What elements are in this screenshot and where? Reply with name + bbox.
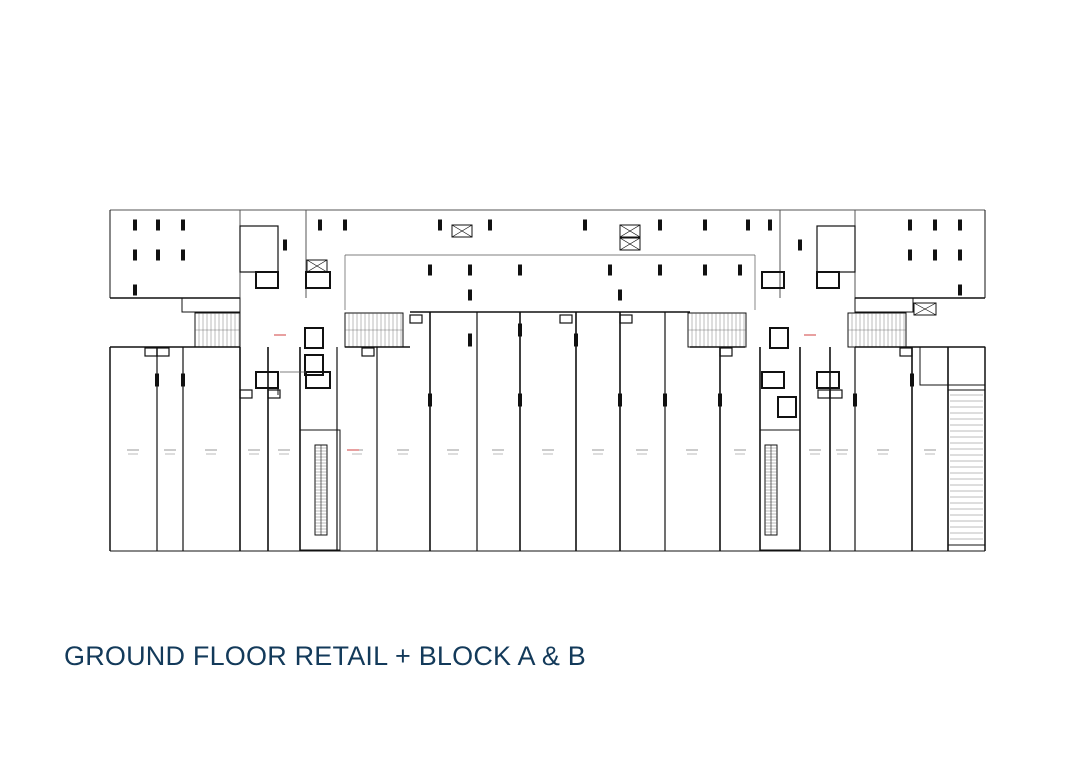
lift-room [255, 271, 279, 289]
core-room [769, 327, 789, 349]
column [518, 264, 522, 276]
small-room [361, 347, 375, 357]
column [703, 219, 707, 231]
small-room [156, 347, 170, 357]
column [738, 264, 742, 276]
column [468, 264, 472, 276]
column [658, 219, 662, 231]
column [488, 219, 492, 231]
column [958, 249, 962, 261]
column [853, 393, 857, 407]
column [156, 249, 160, 261]
column [958, 284, 962, 296]
column [618, 393, 622, 407]
column [181, 373, 185, 387]
page-title: GROUND FLOOR RETAIL + BLOCK A & B [64, 641, 586, 671]
lift-shaft-cross [913, 302, 937, 316]
column [908, 249, 912, 261]
column [518, 323, 522, 337]
column [181, 249, 185, 261]
column [318, 219, 322, 231]
column [768, 219, 772, 231]
small-room [144, 347, 158, 357]
column [663, 393, 667, 407]
lift-shaft [306, 259, 328, 273]
column [658, 264, 662, 276]
column [958, 219, 962, 231]
column [933, 249, 937, 261]
column [428, 264, 432, 276]
stair-core [759, 429, 801, 551]
column [718, 393, 722, 407]
ramp [947, 389, 986, 546]
column [428, 393, 432, 407]
stair-core [299, 429, 341, 551]
lift-shaft-cross [306, 259, 328, 273]
column [583, 219, 587, 231]
small-room [719, 347, 733, 357]
column [133, 249, 137, 261]
lift-room [305, 271, 331, 289]
column [438, 219, 442, 231]
core-room [304, 327, 324, 349]
lift-room [761, 271, 785, 289]
small-room [619, 314, 633, 324]
column [910, 373, 914, 387]
core-room [777, 396, 797, 418]
column [933, 219, 937, 231]
room [854, 297, 914, 313]
service-room [919, 346, 986, 386]
column [133, 219, 137, 231]
core-room [304, 354, 324, 376]
lift-shaft [451, 224, 473, 238]
lift-room [761, 371, 785, 389]
column [155, 373, 159, 387]
small-room [817, 389, 831, 399]
lift-shaft-cross [451, 224, 473, 238]
small-room [559, 314, 573, 324]
column [133, 284, 137, 296]
lift-room [816, 271, 840, 289]
service-room [816, 225, 856, 273]
column [283, 239, 287, 251]
column [618, 289, 622, 301]
column [798, 239, 802, 251]
lift-shaft [913, 302, 937, 316]
lift-shaft-cross [619, 224, 641, 238]
small-room [239, 389, 253, 399]
column [908, 219, 912, 231]
column [574, 333, 578, 347]
lift-room [255, 371, 279, 389]
small-room [267, 389, 281, 399]
room [181, 297, 241, 313]
column [703, 264, 707, 276]
small-room [899, 347, 913, 357]
column [746, 219, 750, 231]
service-room [239, 225, 279, 273]
small-room [829, 389, 843, 399]
column [468, 289, 472, 301]
column [156, 219, 160, 231]
column [608, 264, 612, 276]
lift-shaft-cross [619, 237, 641, 251]
column [181, 219, 185, 231]
column [518, 393, 522, 407]
column [343, 219, 347, 231]
lift-room [816, 371, 840, 389]
column [468, 333, 472, 347]
small-room [409, 314, 423, 324]
lift-shaft [619, 237, 641, 251]
lift-shaft [619, 224, 641, 238]
lift-room [305, 371, 331, 389]
